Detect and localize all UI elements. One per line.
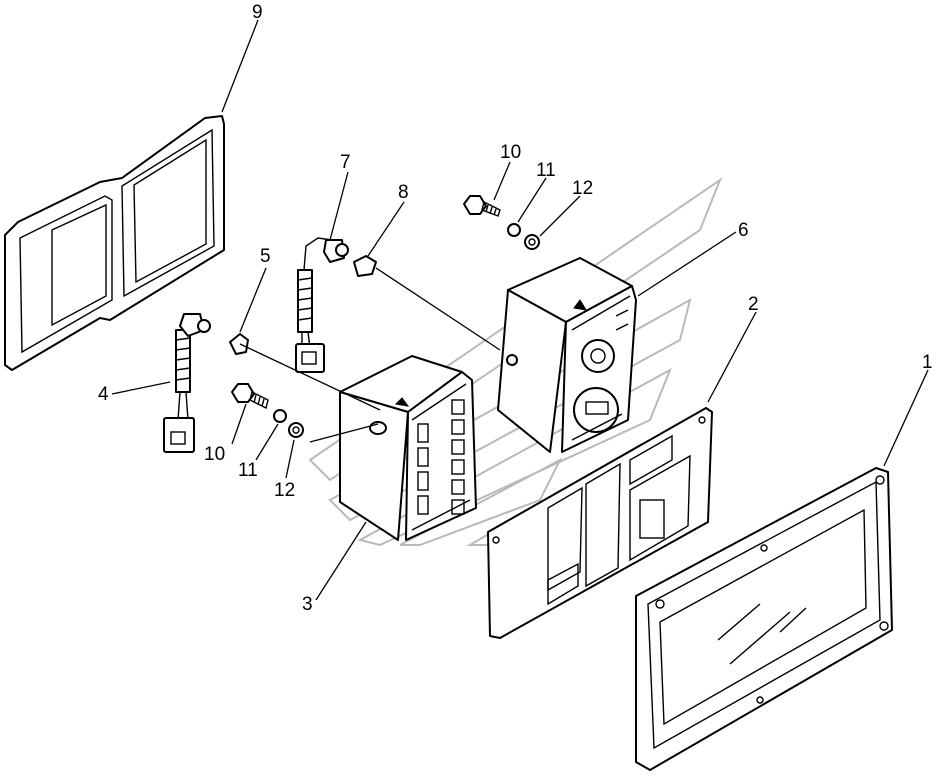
bolt-part-10-lower	[231, 383, 269, 410]
meter-unit-part-6	[497, 257, 637, 453]
cover-frame-part-1	[635, 467, 893, 771]
callout-5: 5	[260, 246, 271, 267]
callout-8: 8	[398, 182, 409, 203]
lock-washer-part-11-lower	[273, 409, 287, 423]
bulb-part-5	[229, 333, 249, 355]
callout-9: 9	[252, 2, 263, 23]
leader-lines	[111, 19, 929, 601]
washer-part-12-upper	[524, 234, 540, 250]
callout-10-upper: 10	[500, 142, 521, 163]
lock-washer-part-11-upper	[507, 223, 521, 237]
callout-6: 6	[738, 220, 749, 241]
callout-12-lower: 12	[274, 480, 295, 501]
indicator-column-left	[417, 423, 429, 515]
callout-11-upper: 11	[536, 160, 556, 181]
callout-3: 3	[302, 594, 313, 615]
callout-7: 7	[340, 152, 351, 173]
callout-2: 2	[748, 294, 759, 315]
monitor-unit-part-3	[339, 355, 477, 541]
lamp-harness-part-7	[295, 237, 349, 373]
callout-labels: 1 2 3 4 5 6 7 8 9 10 11 12 10 11 12	[98, 2, 933, 615]
washer-part-12-lower	[288, 422, 304, 438]
panel-plate-part-2	[487, 407, 713, 639]
callout-12-upper: 12	[572, 178, 593, 199]
bulb-part-8	[353, 255, 377, 277]
bolt-part-10-upper	[463, 195, 501, 217]
lamp-harness-part-4	[163, 313, 211, 453]
callout-1: 1	[922, 352, 933, 373]
callout-10-lower: 10	[204, 444, 225, 465]
callout-4: 4	[98, 384, 109, 405]
indicator-column-right	[451, 399, 465, 515]
callout-11-lower: 11	[238, 460, 258, 481]
gasket-part-9	[4, 115, 225, 371]
